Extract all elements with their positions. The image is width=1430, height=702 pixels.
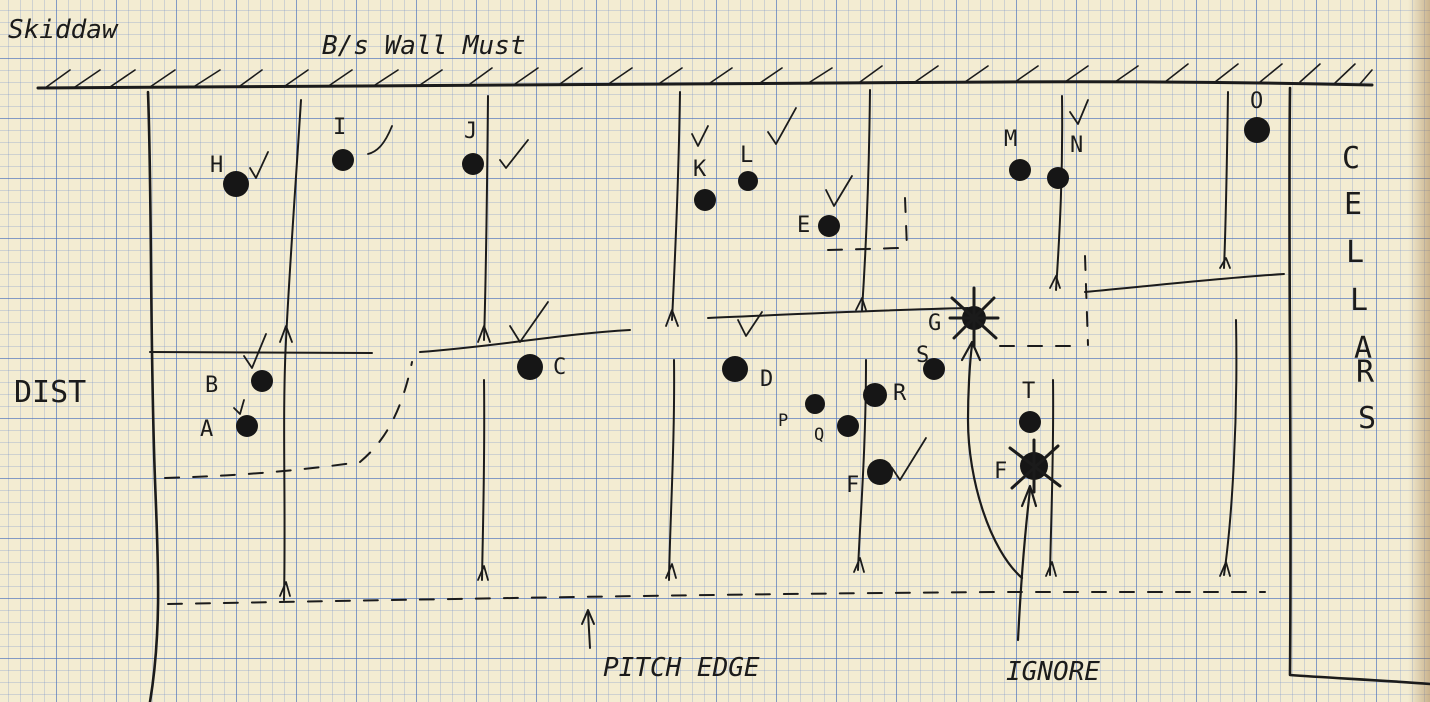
point-K: K [692,126,716,211]
cellars-letter-3: L [1346,235,1364,270]
point-label-P: P [778,411,788,431]
point-label-N: N [1070,133,1083,158]
corner-note: Skiddaw [8,15,119,45]
point-L: L [738,108,796,191]
point-S: S [916,343,945,380]
point-F-crossed: F [994,440,1060,492]
pitch-edge-label: PITCH EDGE [603,653,760,683]
check-mark-I [368,126,392,154]
left-boundary [148,92,158,702]
point-B: B [205,334,273,398]
point-label-L: L [740,143,753,168]
check-mark-L [768,108,796,144]
point-label-K: K [693,157,707,182]
point-R: R [863,381,907,407]
point-label-Q: Q [814,425,824,445]
pillar-lines [284,90,1236,600]
point-label-A: A [200,417,213,442]
check-mark-F [892,438,926,480]
check-mark-C [510,302,548,342]
point-label-O: O [1250,89,1263,114]
check-mark-J [500,140,528,168]
cross-mark-G [950,288,998,346]
points-layer: A B C D E [200,89,1270,498]
point-C: C [510,302,566,380]
point-A: A [200,400,258,442]
point-D: D [722,312,773,392]
wall-title: B/s Wall Must [322,31,526,61]
point-label-I: I [333,115,346,140]
cellars-letter-6: R [1356,355,1375,390]
point-label-E: E [797,213,810,238]
cellars-letter-2: E [1344,187,1362,222]
point-label-C: C [553,355,566,380]
point-J: J [462,119,528,175]
check-mark-B [244,334,266,368]
point-label-H: H [210,153,223,178]
check-mark-E [826,176,852,206]
point-N: N [1047,100,1088,189]
point-G-crossed: G [928,288,998,346]
check-mark-A [234,400,244,414]
pitch-edge-arrow [582,610,594,648]
point-label-B: B [205,373,218,398]
back-wall [38,64,1372,88]
ignore-label: IGNORE [1006,657,1100,687]
pillar-arrow-ticks [280,258,1230,596]
point-H: H [210,152,268,197]
cellars-letter-1: C [1342,141,1360,176]
check-mark-H [250,152,268,178]
check-mark-N [1070,100,1088,124]
horizontal-lines [150,274,1284,353]
point-O: O [1244,89,1270,143]
point-E: E [797,176,852,238]
point-label-F: F [846,473,859,498]
point-label-R: R [893,381,907,406]
point-I: I [332,115,392,171]
dist-label: DIST [14,375,86,410]
point-M: M [1004,127,1031,181]
point-label-T: T [1022,379,1035,404]
check-mark-K [692,126,708,146]
dashed-lines [165,198,1265,604]
point-label-F-crossed: F [994,459,1007,484]
point-label-G: G [928,311,941,336]
point-F: F [846,438,926,498]
point-label-J: J [464,119,477,144]
point-T: T [1019,379,1041,433]
cellars-label: C E L L A R S [1342,141,1376,436]
point-label-S: S [916,343,929,368]
cellars-letter-4: L [1350,283,1368,318]
point-label-D: D [760,367,773,392]
point-label-M: M [1004,127,1017,152]
cellars-letter-7: S [1358,401,1376,436]
point-Q: Q [814,415,859,445]
